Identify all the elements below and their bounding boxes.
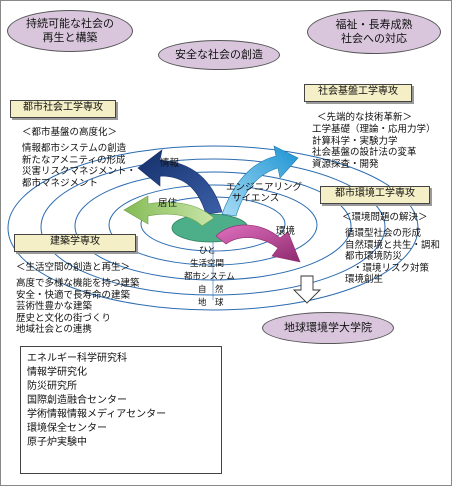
label-engineering-line1: エンジニアリング: [226, 182, 303, 193]
list-item: 自然環境と共生・調和: [345, 239, 441, 251]
header-urban-environmental-engineering: 都市環境工学専攻: [320, 186, 430, 204]
pill-welfare-society: 福祉・長寿成熟 社会への対応: [307, 10, 441, 54]
list-item: 地域社会との連携: [16, 324, 92, 335]
list-item: 計算科学・実験力学: [312, 135, 398, 147]
header-urban-social-engineering-label: 都市社会工学専攻: [23, 102, 103, 113]
institute-item: エネルギー科学研究科: [27, 353, 127, 364]
list-item: 社会基盤の設計法の変革: [312, 147, 417, 158]
list-item: 高度で多様な機能を持つ建築: [16, 278, 140, 289]
pill-sustainable-society: 持続可能な社会の 再生と構築: [7, 10, 133, 52]
subtitle-urban-infra: ＜都市基盤の高度化＞: [22, 127, 118, 138]
pill-sustainable-line2: 再生と構築: [42, 31, 98, 44]
pill-safe-society: 安全な社会の創造: [158, 40, 280, 70]
header-architecture-label: 建築学専攻: [50, 236, 100, 247]
label-engineering: エンジニアリング サイエンス: [226, 182, 302, 204]
institute-item: 防災研究所: [27, 381, 77, 392]
pill-safe-society-label: 安全な社会の創造: [175, 48, 263, 61]
institute-item: 学術情報情報メディアセンター: [27, 409, 167, 420]
institute-item: 原子炉実験中: [27, 437, 87, 448]
ring-earth: [7, 145, 419, 311]
list-item: 情報都市システムの創造: [22, 143, 127, 154]
pill-sustainable-line1: 持続可能な社会の: [26, 17, 114, 30]
list-item: 安全・快適で長寿命の建築: [16, 289, 131, 301]
list-urban-environment: 循環型社会の形成 自然環境と共生・調和 都市環境防災 ・環境リスク対策 環境創生: [345, 228, 440, 286]
header-civil-engineering-label: 社会基盤工学専攻: [318, 86, 398, 97]
institute-item: 情報学研究化: [27, 367, 87, 378]
ring-label-urban-system: 都市システム: [184, 272, 235, 282]
list-item: 災害リスクマネジメント・: [22, 166, 137, 177]
pill-earth-environment-school: 地球環境学大学院: [262, 312, 394, 344]
header-architecture: 建築学専攻: [14, 234, 136, 252]
header-urban-environmental-engineering-label: 都市環境工学専攻: [335, 188, 415, 199]
list-urban-social: 情報都市システムの創造 新たなアメニティの形成 災害リスクマネジメント・ 都市マ…: [22, 143, 136, 189]
list-architecture: 高度で多様な機能を持つ建築 安全・快適で長寿命の建築 芸術性豊かな建築 歴史と文…: [16, 278, 140, 336]
institute-item: 環境保全センター: [27, 423, 107, 434]
label-environment: 環境: [276, 226, 296, 237]
pill-welfare-line1: 福祉・長寿成熟: [335, 18, 413, 31]
list-item: 工学基礎（理論・応用力学）: [312, 124, 436, 135]
arrow-resident-icon: [123, 195, 215, 227]
pill-welfare-line2: 社会への対応: [341, 32, 407, 45]
header-civil-engineering: 社会基盤工学専攻: [304, 84, 412, 102]
list-item: 都市マネジメント: [22, 177, 99, 189]
arrow-down-icon: [292, 275, 322, 304]
pill-earth-environment-school-label: 地球環境学大学院: [284, 321, 372, 334]
list-item: 環境創生: [345, 274, 384, 285]
label-info: 情報: [160, 158, 180, 169]
list-item: 都市環境防災: [345, 251, 403, 262]
ring-label-human: ひと: [199, 246, 216, 256]
subtitle-advanced-tech: ＜先端的な技術革新＞: [317, 112, 413, 123]
list-item: 資源探査・開発: [312, 158, 379, 170]
list-item: 芸術性豊かな建築: [16, 301, 93, 312]
label-engineering-line2: サイエンス: [232, 193, 280, 204]
list-civil-engineering: 工学基礎（理論・応用力学） 計算科学・実験力学 社会基盤の設計法の変革 資源探査…: [312, 124, 436, 170]
institutes-box: エネルギー科学研究科 情報学研究化 防災研究所 国際創造融合センター 学術情報情…: [20, 346, 222, 474]
institute-item: 国際創造融合センター: [27, 395, 127, 406]
ring-label-nature: 自 然: [198, 285, 224, 295]
ring-label-earth: 地 球: [198, 298, 224, 308]
ring-label-living-space: 生活空間: [190, 259, 225, 269]
arrow-info-icon: [137, 149, 223, 215]
list-item: ・環境リスク対策: [353, 262, 430, 274]
subtitle-environment-solution: ＜環境問題の解決＞: [342, 212, 428, 223]
list-item: 循環型社会の形成: [345, 228, 422, 239]
header-urban-social-engineering: 都市社会工学専攻: [10, 100, 116, 118]
list-item: 新たなアメニティの形成: [22, 154, 126, 166]
subtitle-living-space: ＜生活空間の創造と再生＞: [16, 262, 131, 273]
arrow-environment-icon: [215, 224, 301, 263]
arrow-engineering-icon: [221, 145, 299, 217]
label-resident: 居住: [158, 198, 178, 209]
list-item: 歴史と文化の街づくり: [16, 312, 112, 324]
